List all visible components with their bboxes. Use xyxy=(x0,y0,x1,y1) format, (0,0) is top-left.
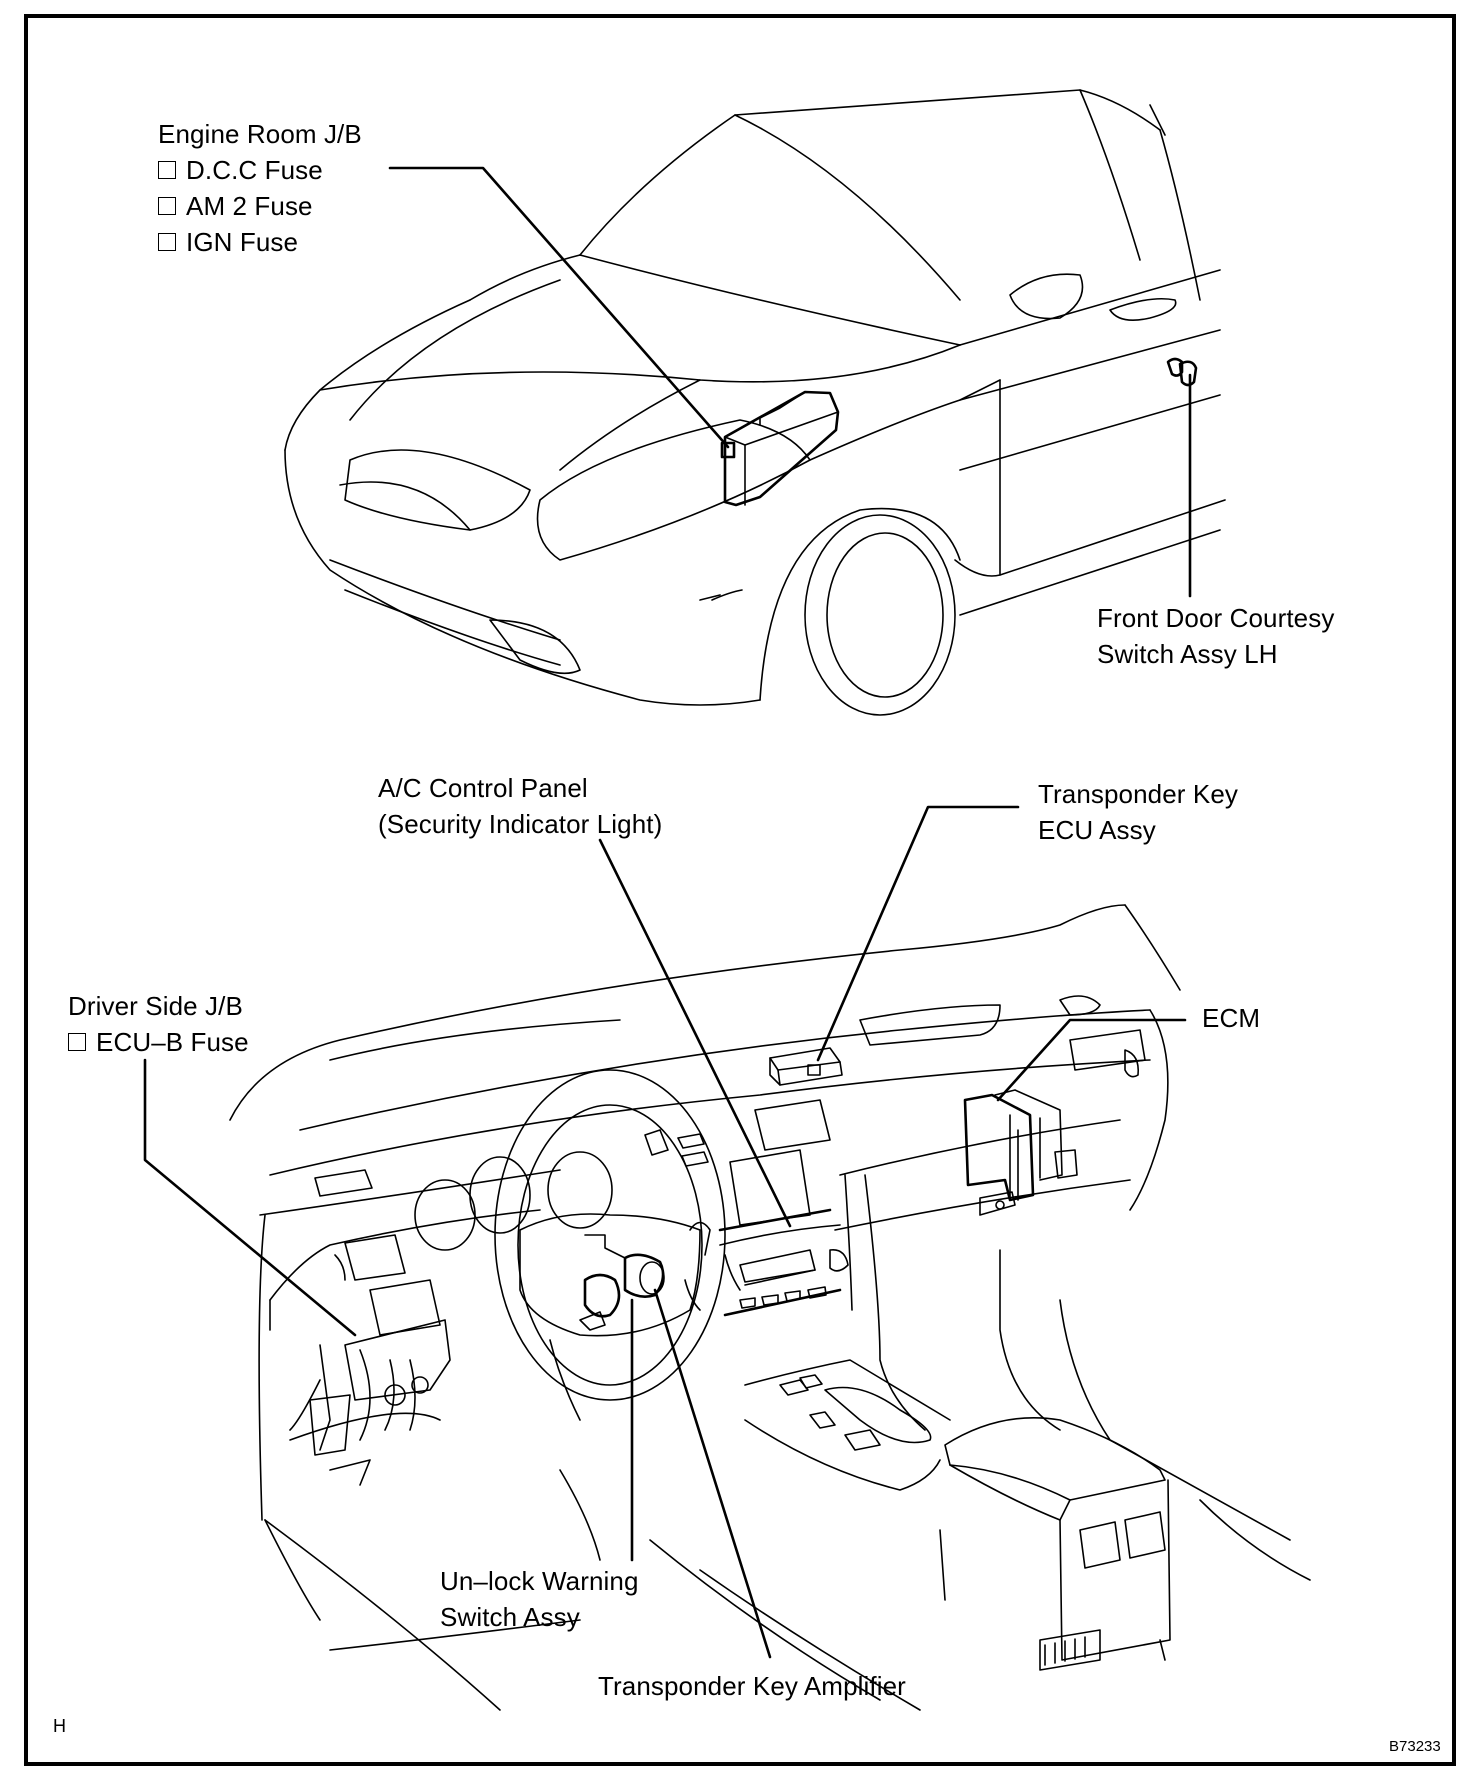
checkbox-square-icon xyxy=(158,197,176,215)
car-exterior-drawing xyxy=(284,89,1226,716)
label-transponder-ecu: Transponder Key ECU Assy xyxy=(1038,779,1238,845)
engine-room-jb-drawing xyxy=(720,390,840,507)
label-transponder-amp: Transponder Key Amplifier xyxy=(598,1671,906,1701)
fuse-item: D.C.C Fuse xyxy=(158,152,362,188)
section-mark: H xyxy=(53,1716,66,1736)
interior-dashboard-drawing xyxy=(229,904,1311,1711)
fuse-item: IGN Fuse xyxy=(158,224,362,260)
diagram-frame xyxy=(24,14,1456,1766)
leader-ecm xyxy=(996,1018,1187,1102)
label-ac-control-panel: A/C Control Panel (Security Indicator Li… xyxy=(378,773,663,839)
leader-ac-control-panel xyxy=(598,838,792,1228)
label-driver-side-jb: Driver Side J/B ECU–B Fuse xyxy=(68,988,249,1060)
checkbox-square-icon xyxy=(158,233,176,251)
leader-engine-room-jb xyxy=(388,166,730,449)
driver-side-jb-title: Driver Side J/B xyxy=(68,991,243,1021)
label-ecm: ECM xyxy=(1202,1003,1261,1033)
fuse-item: ECU–B Fuse xyxy=(68,1024,249,1060)
leader-driver-side-jb xyxy=(143,1058,357,1337)
label-engine-room-jb: Engine Room J/B D.C.C Fuse AM 2 Fuse IGN… xyxy=(158,116,362,260)
leader-transponder-ecu xyxy=(816,805,1020,1062)
figure-id: B73233 xyxy=(1389,1738,1441,1755)
fuse-item: AM 2 Fuse xyxy=(158,188,362,224)
checkbox-square-icon xyxy=(158,161,176,179)
leader-transponder-amp xyxy=(653,1288,772,1659)
transponder-ecu-drawing xyxy=(769,1047,843,1086)
engine-room-jb-title: Engine Room J/B xyxy=(158,119,362,149)
leader-lines xyxy=(143,166,1192,1659)
label-unlock-warning: Un–lock Warning Switch Assy xyxy=(440,1566,639,1632)
checkbox-square-icon xyxy=(68,1033,86,1051)
label-front-door-courtesy: Front Door Courtesy Switch Assy LH xyxy=(1097,603,1335,669)
